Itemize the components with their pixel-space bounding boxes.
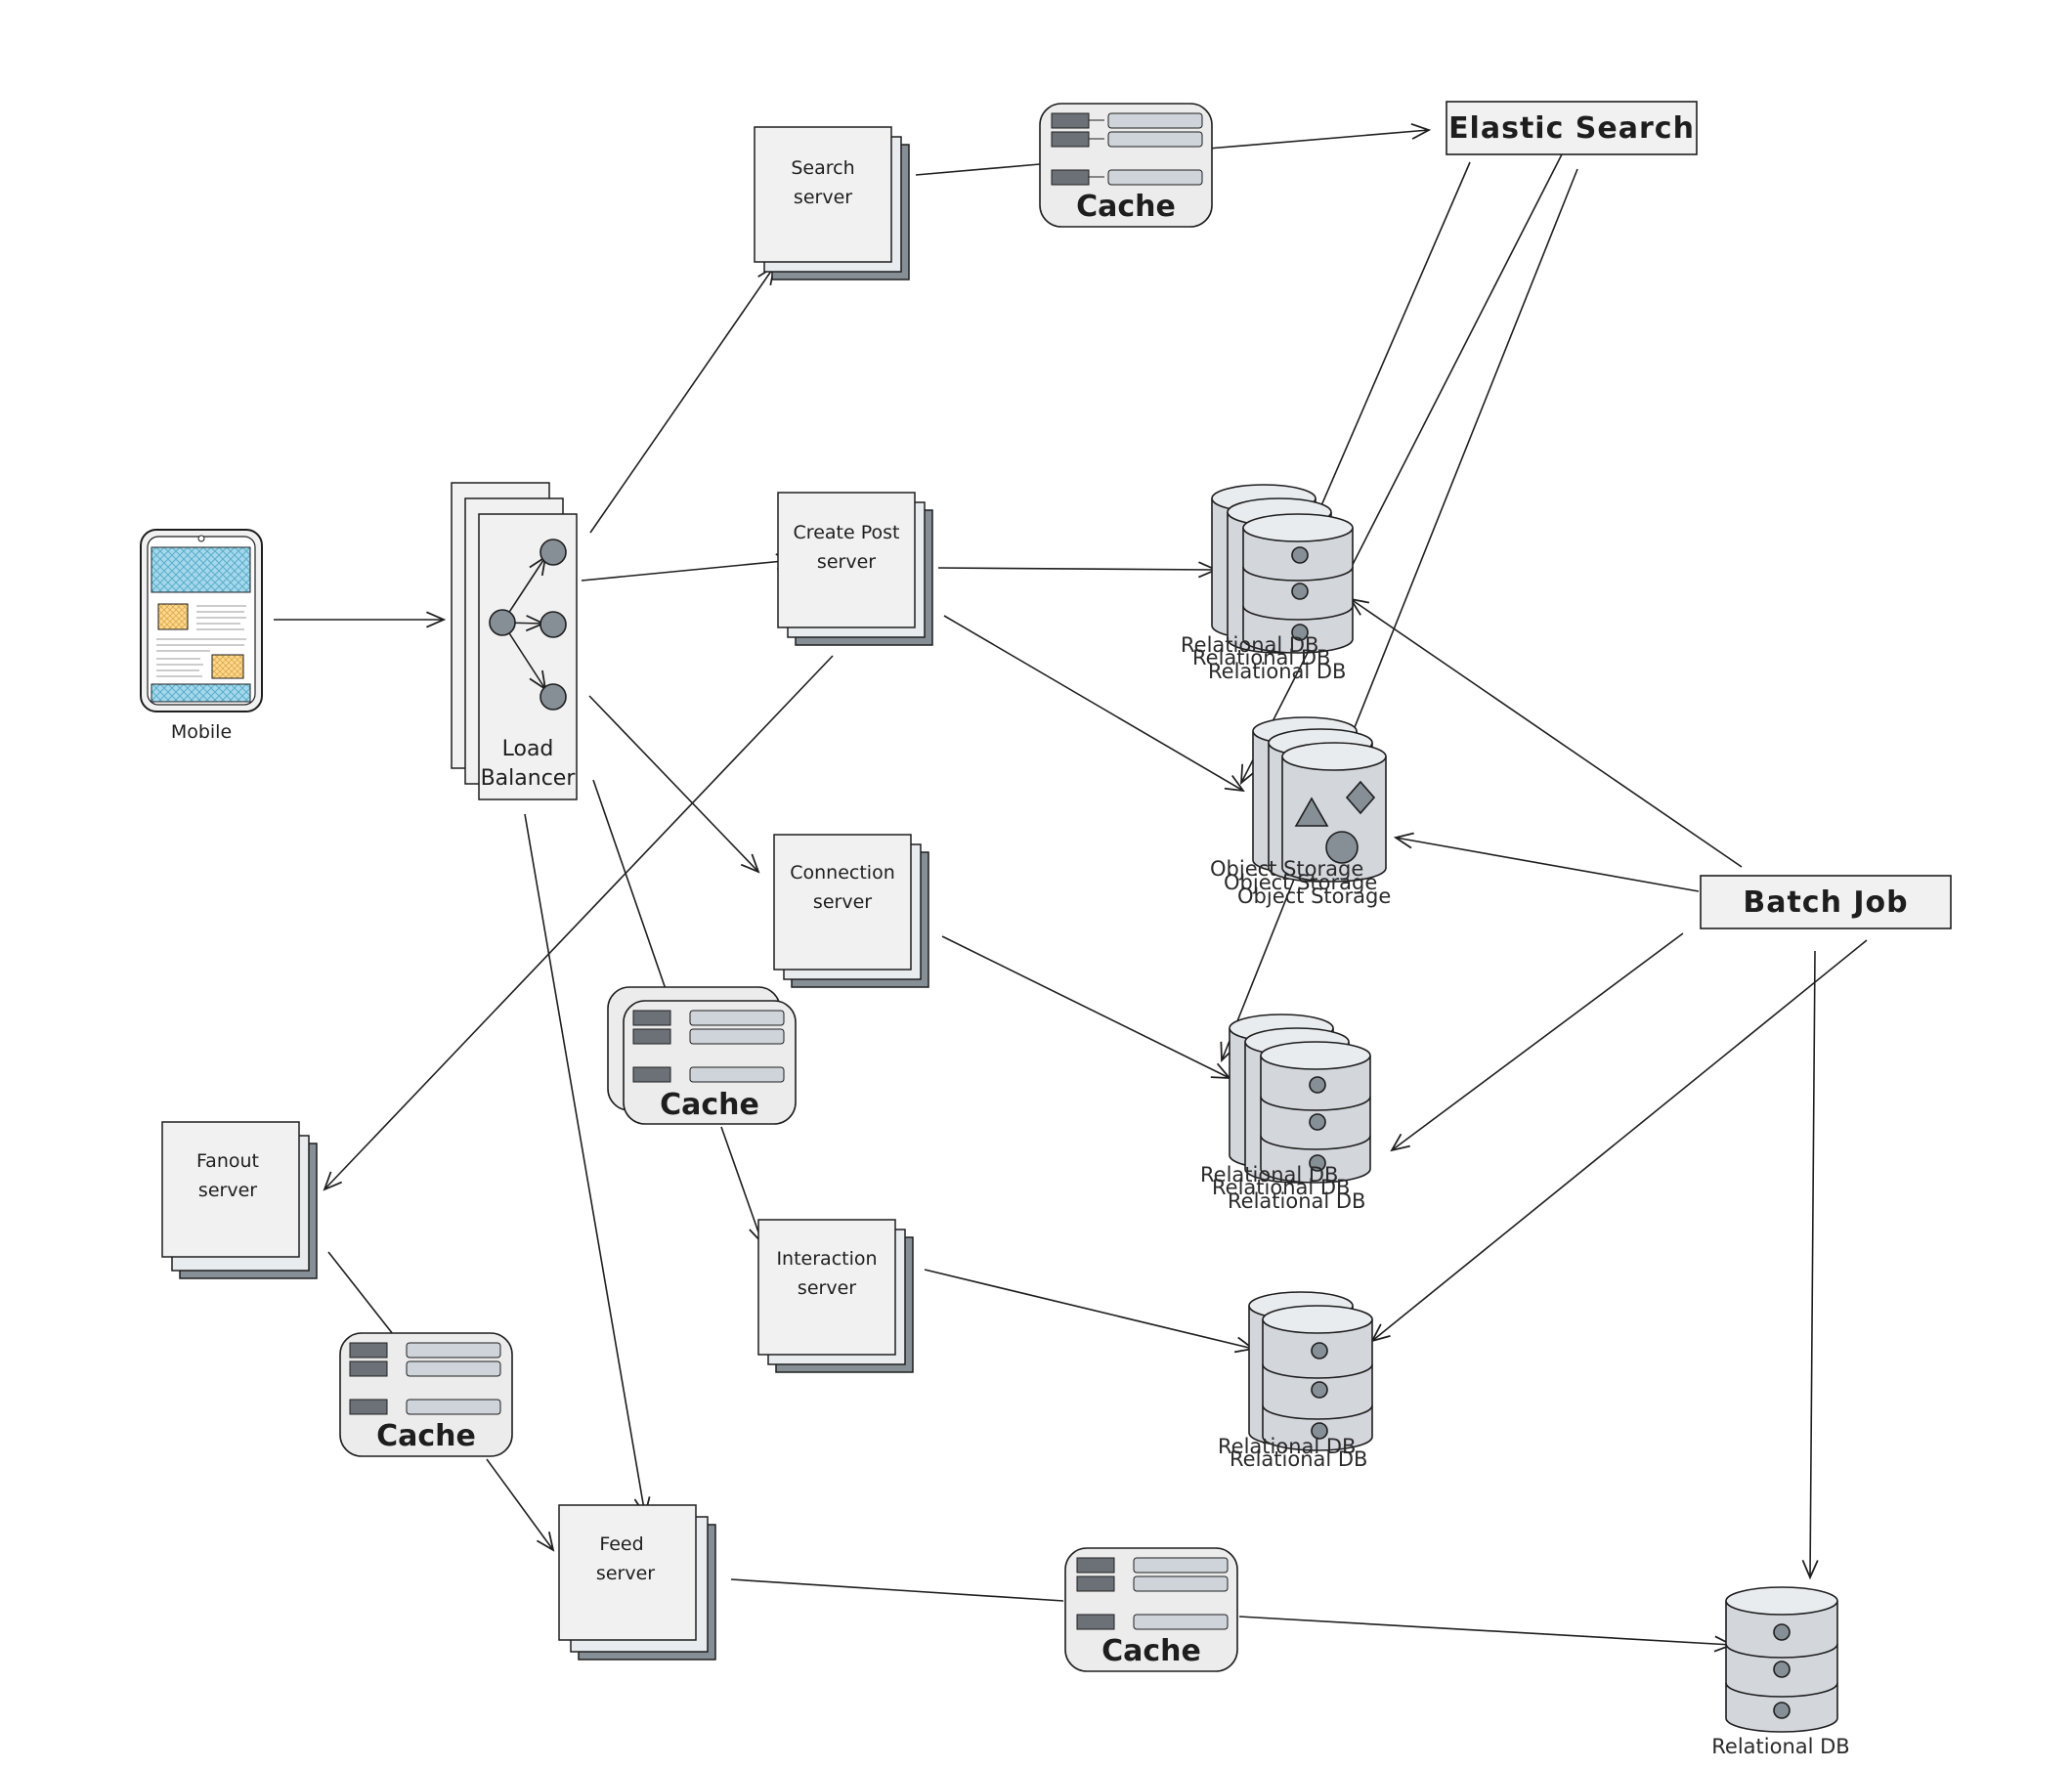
create-post-line1: Create Post [794,522,900,543]
cache-search[interactable]: Cache [1039,103,1213,228]
relational-db-3[interactable]: Relational DB Relational DB [1218,1291,1373,1471]
arrow-lb-to-search [589,265,776,534]
cache-label: Cache [1076,190,1176,224]
database-icon [1229,1014,1371,1184]
arrow-batch-to-db2 [1390,932,1684,1152]
cache-label: Cache [1101,1634,1201,1668]
db-label-ghost: Relational DB [1212,1176,1350,1199]
arrow-createpost-to-objstore [943,615,1245,793]
circle-icon [1325,831,1359,864]
create-post-server-node[interactable]: Create Post server [777,492,933,646]
cache-icon [349,1342,501,1415]
arrow-lb-to-feed [524,813,651,1518]
load-balancer-node[interactable]: Load Balancer [451,482,578,800]
elastic-search-node[interactable]: Elastic Search [1446,101,1698,155]
db-label: Relational DB [1228,1189,1365,1213]
arrow-cache-to-feed [486,1458,555,1552]
object-storage-icon [1252,716,1387,883]
mobile-label: Mobile [171,721,232,743]
db-label: Relational DB [1230,1447,1367,1471]
fanout-server-line2: server [198,1180,257,1201]
arrow-elastic-to-db1 [1309,161,1471,536]
arrow-batch-to-db3 [1370,939,1868,1343]
database-icon [1725,1586,1838,1733]
arrow-createpost-to-db1 [937,561,1219,579]
arrow-connection-to-db2 [941,935,1231,1079]
triangle-icon [1294,797,1329,827]
objstore-label: Object Storage [1237,884,1391,908]
arrow-fanout-to-cache [327,1251,394,1335]
db-label: Relational DB [1208,660,1346,683]
fanout-server-node[interactable]: Fanout server [161,1121,318,1279]
lb-label-line2: Balancer [481,766,577,791]
cache-interaction[interactable]: Cache [607,986,797,1125]
router-icon [489,539,567,711]
objstore-label-ghost: Object Storage [1210,857,1363,881]
arrow-lb-to-interaction [592,779,667,990]
arrow-batch-to-db1 [1349,597,1743,868]
search-server-line1: Search [791,157,854,179]
database-icon [1211,484,1354,654]
arrow-createpost-to-fanout [323,655,834,1191]
interaction-server-line2: server [798,1277,856,1299]
feed-server-line2: server [596,1563,655,1584]
batch-job-node[interactable]: Batch Job [1700,875,1952,929]
interaction-server-node[interactable]: Interaction server [757,1219,914,1373]
arrow-elastic-to-objstore [1240,153,1563,785]
arrow-lb-to-connection [588,695,760,874]
db-label: Relational DB [1711,1735,1849,1758]
db-label-ghost: Relational DB [1200,1163,1338,1187]
db-label-ghost: Relational DB [1181,633,1318,657]
arrow-feed-to-cache [730,1578,1064,1602]
search-server-line2: server [794,187,852,208]
cache-label: Cache [376,1419,476,1453]
cache-icon [632,1010,785,1083]
arrow-batch-to-objstore [1393,832,1700,892]
objstore-label-ghost: Object Storage [1224,871,1377,894]
arrow-search-to-cache [915,163,1041,176]
fanout-server-line1: Fanout [196,1150,259,1172]
cache-icon [1076,1557,1229,1630]
db-label-ghost: Relational DB [1218,1435,1356,1458]
database-icon [1248,1291,1373,1451]
arrow-elastic-to-db2 [1220,168,1578,1063]
relational-db-1[interactable]: Relational DB Relational DB Relational D… [1181,484,1354,683]
mobile-node[interactable]: Mobile [140,529,263,743]
batch-job-label: Batch Job [1743,885,1908,920]
connection-server-node[interactable]: Connection server [773,834,929,988]
arrow-interaction-to-db3 [924,1269,1256,1354]
connectors [274,122,1868,1653]
feed-server-node[interactable]: Feed server [558,1504,716,1661]
connection-server-line1: Connection [790,862,895,884]
db-label-ghost: Relational DB [1192,646,1330,669]
arrow-cache-to-db4 [1238,1616,1735,1653]
cache-icon [1051,112,1203,186]
arrow-cache-to-elastic [1207,122,1432,150]
object-storage[interactable]: Object Storage Object Storage Object Sto… [1210,716,1391,908]
lb-label-line1: Load [502,737,554,761]
arrow-batch-to-db4 [1801,950,1819,1580]
relational-db-4[interactable]: Relational DB [1711,1586,1850,1758]
search-server-node[interactable]: Search server [754,126,910,280]
diamond-icon [1345,780,1376,815]
cache-label: Cache [660,1088,759,1122]
elastic-search-label: Elastic Search [1448,111,1695,146]
cache-feed[interactable]: Cache [1064,1547,1238,1672]
arrow-cache-to-interaction [720,1126,765,1246]
cache-fanout[interactable]: Cache [339,1332,513,1457]
relational-db-2[interactable]: Relational DB Relational DB Relational D… [1200,1014,1371,1213]
create-post-line2: server [817,551,876,573]
connection-server-line2: server [813,891,872,913]
arrow-lb-to-createpost [581,553,797,582]
interaction-server-line1: Interaction [776,1248,877,1270]
feed-server-line1: Feed [599,1533,643,1555]
